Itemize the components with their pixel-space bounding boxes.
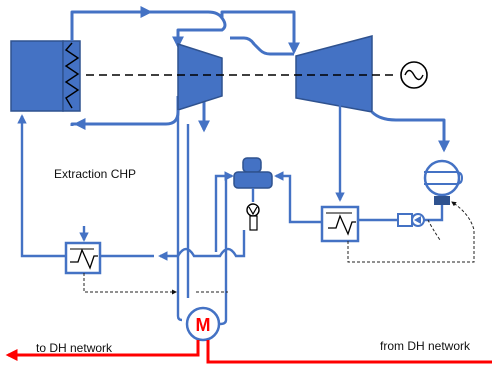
pump-motor [397, 213, 413, 227]
lp-preheater [320, 205, 360, 243]
district-heating-lines [5, 340, 492, 364]
lp-turbine [295, 35, 373, 113]
condenser-icon [423, 159, 461, 197]
feed-pump [246, 203, 260, 231]
heat-exchanger-icon [185, 306, 221, 342]
hotwell-to-pump-line [420, 205, 444, 222]
dh-heat-exchanger: M [185, 306, 221, 342]
main-steam-line [70, 10, 227, 49]
dh-exchanger-symbol: M [196, 315, 211, 335]
boiler [10, 40, 81, 112]
from-dh-network-label: from DH network [380, 339, 471, 353]
feed-pump-motor [249, 215, 258, 231]
hp-turbine [177, 42, 223, 112]
tank-body [233, 171, 273, 189]
crossover-line [230, 36, 294, 56]
generator [400, 61, 428, 89]
heat-exchanger-icon [64, 241, 102, 275]
preheater-to-boiler-line [17, 114, 66, 258]
preheater-coil [328, 214, 356, 236]
heat-exchanger-icon [320, 205, 360, 243]
condenser-coil [424, 171, 464, 185]
lp-exhaust-line [370, 110, 450, 153]
diagram-title: Extraction CHP [54, 167, 136, 181]
condenser-hotwell [434, 196, 450, 205]
dh-supply-line [5, 340, 200, 361]
tank-top [242, 157, 262, 173]
control-line-hp [83, 273, 177, 295]
generator-sine [404, 69, 424, 81]
control-line-cond [347, 201, 475, 263]
boiler-coil-panel [62, 40, 81, 112]
hp-preheater-coil [70, 248, 98, 270]
steam-to-lp-line [220, 10, 300, 55]
feed-pump-mark [248, 206, 258, 216]
reheat-return-line [70, 96, 180, 126]
pump [397, 213, 425, 227]
control-line-valve [427, 219, 441, 241]
condensate-circuit [358, 205, 444, 227]
feedwater-line [158, 230, 246, 261]
pump-triangle [414, 216, 421, 224]
to-dh-network-label: to DH network [36, 341, 113, 355]
hp-preheater [64, 241, 102, 275]
boiler-coil-icon [64, 42, 80, 109]
extraction-line-a [176, 110, 183, 322]
boiler-body [10, 40, 64, 112]
dh-return-line [206, 340, 492, 364]
preheater-to-deaerator-line [274, 171, 322, 224]
feedwater-tank [233, 157, 273, 189]
ext-steam-to-tank-line [214, 171, 234, 252]
extraction-line-c [219, 176, 228, 326]
condenser [423, 159, 464, 205]
